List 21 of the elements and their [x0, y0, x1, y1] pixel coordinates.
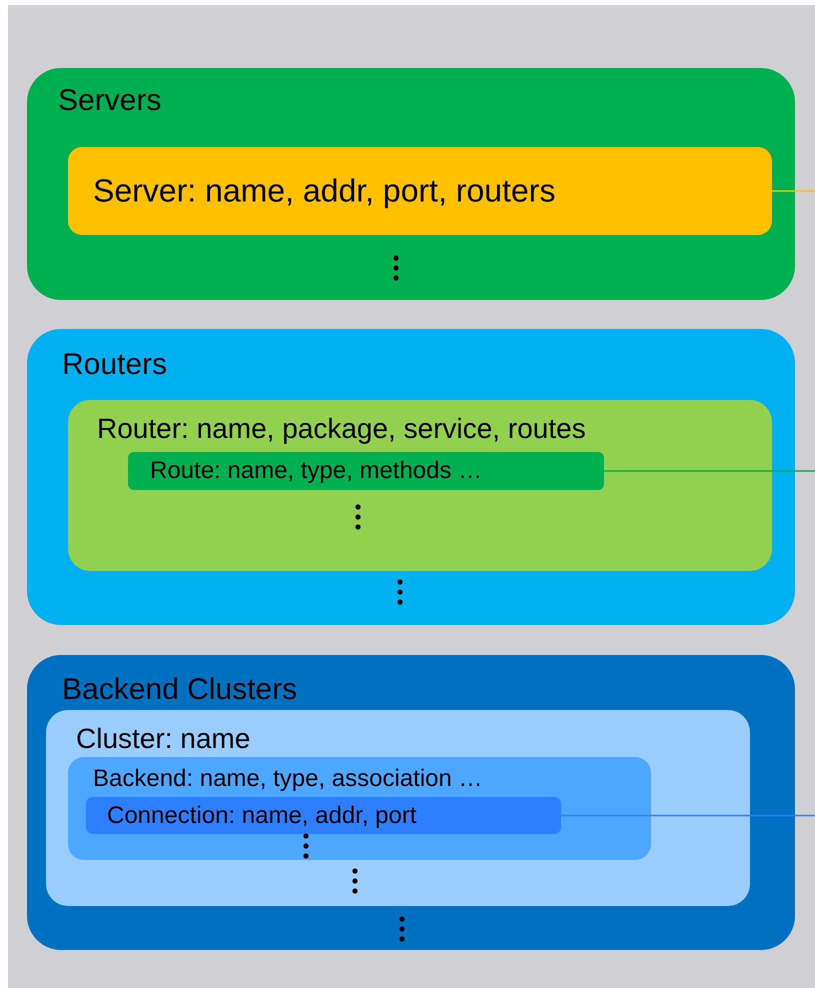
- group-panel: [27, 655, 795, 950]
- connector-line: [772, 190, 815, 192]
- entity-label: Router: name, package, service, routes: [97, 413, 586, 446]
- group-heading: Backend Clusters: [62, 673, 298, 708]
- entity-box: [86, 797, 561, 834]
- entity-box: [68, 757, 651, 860]
- connector-line: [604, 470, 815, 472]
- group-panel: [27, 329, 795, 625]
- entity-label: Connection: name, addr, port: [107, 802, 417, 830]
- entity-box: [46, 710, 750, 906]
- entity-label: Cluster: name: [76, 723, 250, 756]
- entity-box: [68, 147, 772, 235]
- group-heading: Servers: [58, 84, 162, 118]
- entity-box: [128, 452, 604, 490]
- entity-label: Backend: name, type, association …: [93, 765, 483, 793]
- connector-line: [561, 814, 815, 816]
- group-panel: [27, 68, 795, 300]
- entity-label: Server: name, addr, port, routers: [93, 172, 556, 210]
- group-heading: Routers: [62, 348, 168, 382]
- entity-box: [68, 400, 772, 571]
- entity-label: Route: name, type, methods …: [150, 457, 482, 485]
